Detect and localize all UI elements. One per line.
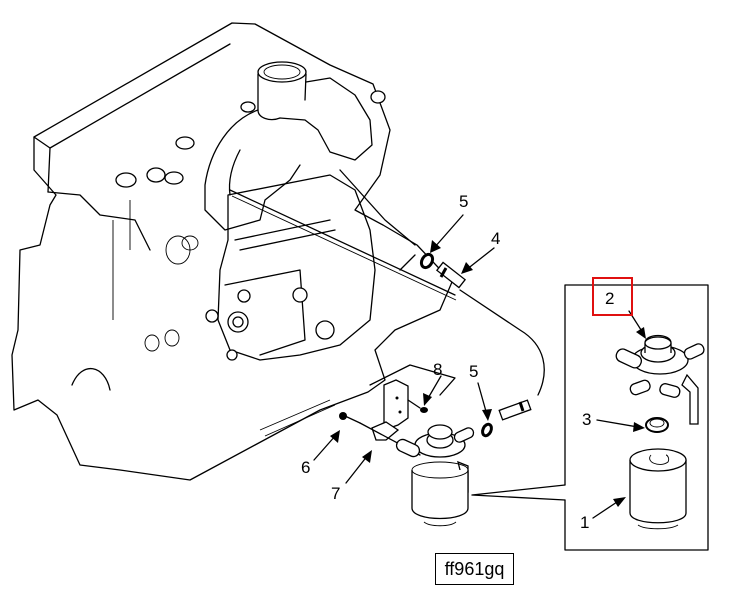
- callout-7: 7: [331, 484, 340, 503]
- figure-id-label: ff961gq: [435, 553, 514, 585]
- lower-assembly: [339, 364, 566, 527]
- engine-block: [11, 22, 453, 481]
- callout-6: 6: [301, 458, 310, 477]
- callout-5-upper: 5: [459, 192, 468, 211]
- injection-pump: [144, 174, 457, 361]
- callout-4: 4: [491, 229, 500, 248]
- callout-2-highlight-box: [592, 277, 633, 316]
- callout-8: 8: [433, 360, 442, 379]
- callout-3: 3: [582, 410, 591, 429]
- callout-1: 1: [580, 513, 589, 532]
- callout-2: 2: [605, 289, 614, 308]
- detail-inset: [564, 284, 709, 551]
- callout-arrows: [313, 214, 646, 519]
- intake-manifold: [115, 61, 386, 231]
- upper-fittings: [419, 252, 467, 289]
- fuel-line: [339, 169, 545, 396]
- callout-5-lower: 5: [469, 362, 478, 381]
